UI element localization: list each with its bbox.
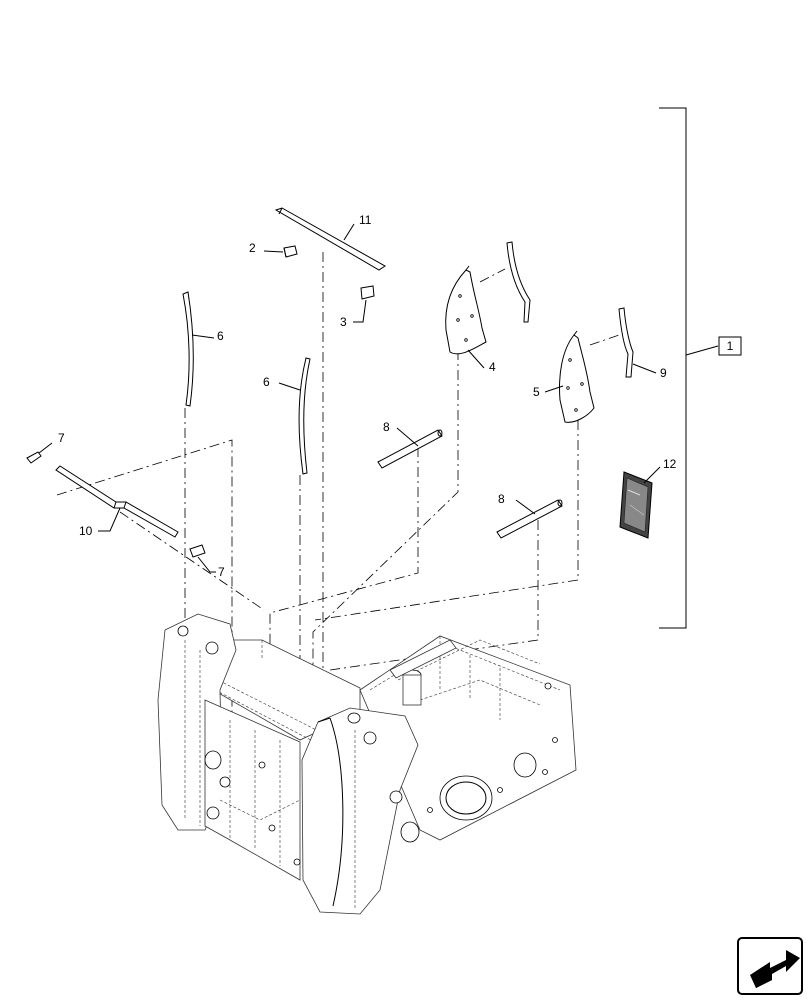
leader-3 — [353, 299, 367, 323]
callout-10[interactable]: 10 — [79, 524, 93, 538]
part-10-rod — [55, 465, 179, 538]
leader-9 — [632, 363, 657, 374]
part-11-strip — [274, 207, 386, 271]
callout-3[interactable]: 3 — [340, 315, 347, 329]
part-9-strip — [618, 307, 634, 378]
leader-6b — [278, 382, 301, 391]
part-7-clip-top — [26, 451, 42, 464]
callout-1-box[interactable]: 1 — [718, 336, 742, 356]
part-7-clip-bottom — [189, 544, 206, 558]
leader-7b — [197, 556, 216, 573]
callout-8b[interactable]: 8 — [498, 492, 505, 506]
part-8-bar-upper — [377, 429, 443, 469]
leader-12 — [643, 466, 661, 484]
leader-11 — [343, 223, 355, 241]
callout-9[interactable]: 9 — [660, 366, 667, 380]
leader-7a — [38, 442, 53, 454]
callout-7b[interactable]: 7 — [218, 565, 225, 579]
callout-7a[interactable]: 7 — [58, 431, 65, 445]
assembly-lines — [56, 252, 623, 730]
part-12-decal — [619, 471, 653, 539]
leader-8a — [396, 427, 419, 447]
callout-4[interactable]: 4 — [489, 360, 496, 374]
callout-1-label: 1 — [727, 339, 734, 353]
machine-frame — [157, 613, 577, 915]
next-page-arrow-icon[interactable] — [737, 937, 803, 995]
leader-5 — [544, 385, 564, 393]
callout-8a[interactable]: 8 — [383, 420, 390, 434]
callout-12[interactable]: 12 — [663, 457, 677, 471]
leader-4 — [467, 349, 485, 369]
leader-6a — [191, 334, 215, 339]
part-3-block — [360, 285, 375, 300]
callout-11[interactable]: 11 — [359, 213, 372, 227]
leader-10 — [98, 507, 121, 532]
part-8-bar-lower — [496, 499, 563, 539]
part-2-block — [283, 245, 298, 258]
callout-6a[interactable]: 6 — [217, 329, 224, 343]
assembly-bracket — [659, 107, 719, 629]
part-5-panel — [559, 330, 595, 423]
leader-8b — [515, 499, 536, 515]
part-9-strip-upper — [506, 241, 531, 323]
callout-2[interactable]: 2 — [249, 241, 256, 255]
callout-5[interactable]: 5 — [533, 385, 540, 399]
callout-6b[interactable]: 6 — [263, 375, 270, 389]
part-6-strip-left — [182, 291, 194, 407]
part-6-strip-center — [298, 357, 311, 475]
leader-2 — [263, 250, 284, 253]
part-4-panel — [445, 265, 487, 355]
